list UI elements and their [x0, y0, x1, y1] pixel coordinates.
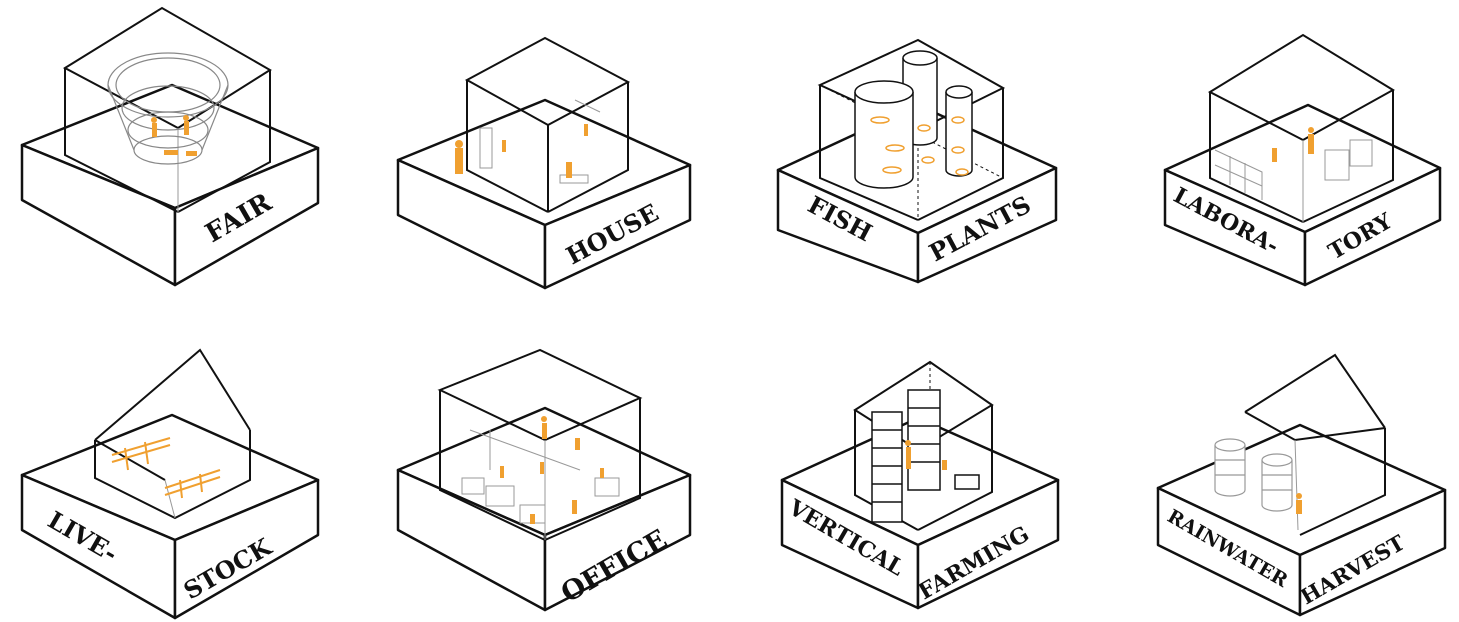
module-livestock: LIVE- STOCK: [22, 350, 318, 618]
module-office: OFFICE: [398, 350, 690, 610]
plinth: [22, 85, 318, 285]
module-fair: FAIR: [22, 8, 318, 285]
tanks: [855, 51, 972, 188]
module-aquaponics: FISH PLANTS: [778, 40, 1056, 282]
module-vertical-farming: VERTICAL FARMING: [782, 362, 1058, 608]
people-icons: [1296, 493, 1302, 514]
module-laboratory: LABORA- TORY: [1165, 35, 1440, 285]
plinth: [398, 100, 690, 288]
module-house: HOUSE: [398, 38, 690, 288]
module-rainwater-harvest: RAINWATER HARVEST: [1158, 355, 1445, 615]
